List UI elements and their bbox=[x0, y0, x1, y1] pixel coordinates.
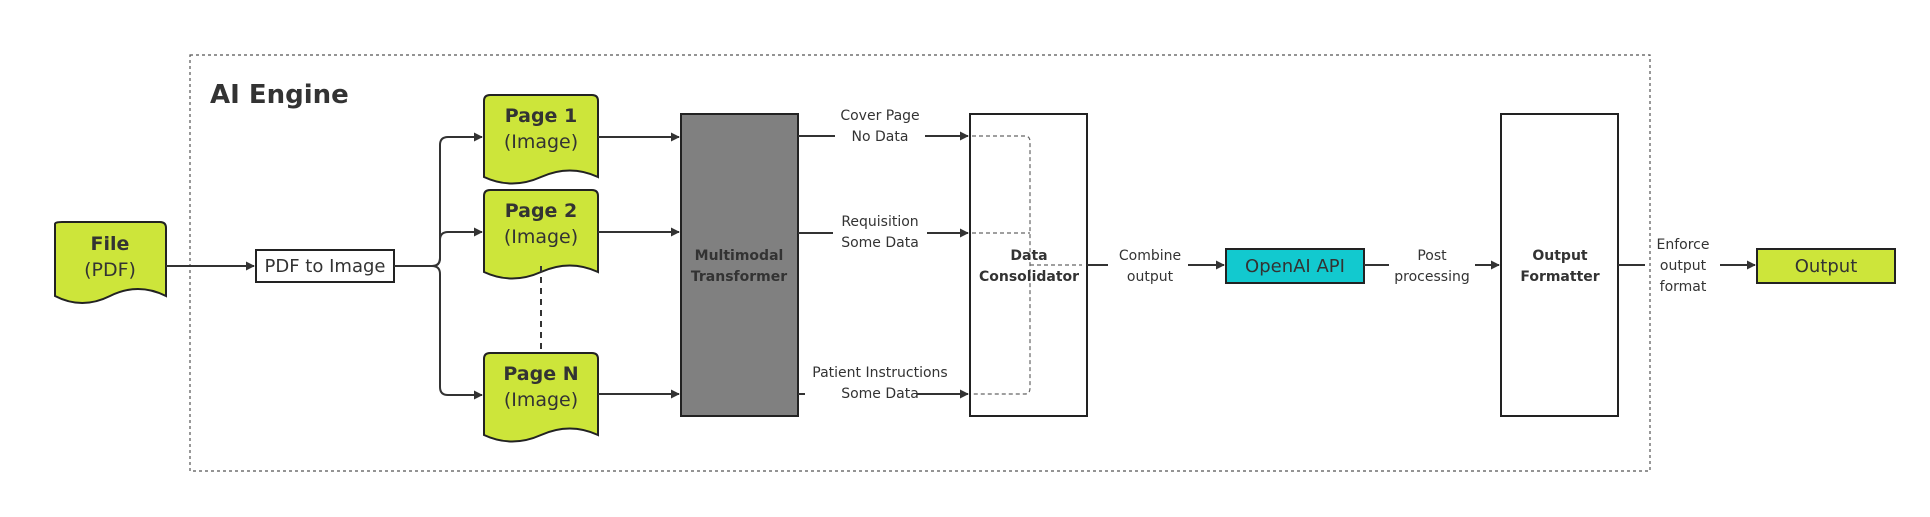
arrow-split-to-page-2 bbox=[431, 227, 483, 267]
output-formatter-box bbox=[1500, 113, 1619, 417]
output-formatter-line1: Output bbox=[1532, 248, 1588, 264]
output-box bbox=[1756, 248, 1896, 284]
ai-engine-title: AI Engine bbox=[210, 80, 349, 110]
file-pdf-subtitle: (PDF) bbox=[84, 259, 136, 281]
page-2-node[interactable]: Page 2 (Image) bbox=[483, 189, 599, 280]
data-consolidator-line1: Data bbox=[1010, 248, 1047, 264]
page-1-shape bbox=[483, 94, 599, 185]
arrow-split-to-page-n bbox=[431, 265, 483, 400]
consolidator-internal-routing bbox=[972, 135, 1082, 395]
page-1-subtitle: (Image) bbox=[504, 131, 578, 153]
enforce-format-label-line1: Enforce bbox=[1657, 237, 1710, 253]
multimodal-transformer-node[interactable]: Multimodal Transformer bbox=[680, 113, 799, 417]
enforce-format-label-line3: format bbox=[1660, 279, 1707, 295]
ai-engine-boundary bbox=[189, 54, 1651, 472]
combine-output-label-line2: output bbox=[1127, 269, 1174, 285]
openai-api-label: OpenAI API bbox=[1245, 256, 1345, 277]
post-processing-label-line2: processing bbox=[1394, 269, 1469, 285]
page-n-subtitle: (Image) bbox=[504, 389, 578, 411]
multimodal-transformer-box bbox=[680, 113, 799, 417]
output-formatter-line2: Formatter bbox=[1520, 269, 1599, 285]
output-label-requisition-line1: Requisition bbox=[841, 214, 918, 230]
arrow-split-to-page-1 bbox=[394, 132, 483, 267]
output-label-patient-instructions-line2: Some Data bbox=[841, 386, 919, 402]
output-label-cover-page-line2: No Data bbox=[852, 129, 909, 145]
page-1-node[interactable]: Page 1 (Image) bbox=[483, 94, 599, 185]
output-label-requisition-line2: Some Data bbox=[841, 235, 919, 251]
data-consolidator-box bbox=[969, 113, 1088, 417]
page-n-node[interactable]: Page N (Image) bbox=[483, 352, 599, 443]
multimodal-transformer-line1: Multimodal bbox=[695, 248, 784, 264]
file-pdf-node[interactable]: File (PDF) bbox=[54, 221, 167, 304]
data-consolidator-line2: Consolidator bbox=[979, 269, 1079, 285]
file-pdf-shape bbox=[54, 221, 167, 304]
connectors bbox=[166, 132, 1756, 400]
output-label-patient-instructions-line1: Patient Instructions bbox=[812, 365, 947, 381]
output-label: Output bbox=[1795, 256, 1858, 277]
pdf-to-image-label: PDF to Image bbox=[265, 256, 386, 277]
pdf-to-image-box bbox=[255, 249, 395, 283]
output-node[interactable]: Output bbox=[1756, 248, 1896, 284]
openai-api-node[interactable]: OpenAI API bbox=[1225, 248, 1365, 284]
pdf-to-image-node[interactable]: PDF to Image bbox=[255, 249, 395, 283]
page-2-subtitle: (Image) bbox=[504, 226, 578, 248]
output-formatter-node[interactable]: Output Formatter bbox=[1500, 113, 1619, 417]
page-1-title: Page 1 bbox=[505, 105, 578, 127]
output-label-cover-page-line1: Cover Page bbox=[840, 108, 919, 124]
page-n-shape bbox=[483, 352, 599, 443]
multimodal-transformer-line2: Transformer bbox=[691, 269, 787, 285]
combine-output-label-line1: Combine bbox=[1119, 248, 1181, 264]
enforce-format-label-line2: output bbox=[1660, 258, 1707, 274]
post-processing-label-line1: Post bbox=[1417, 248, 1447, 264]
data-consolidator-node[interactable]: Data Consolidator bbox=[969, 113, 1088, 417]
page-n-title: Page N bbox=[503, 363, 578, 385]
page-2-shape bbox=[483, 189, 599, 280]
file-pdf-title: File bbox=[91, 233, 130, 255]
page-2-title: Page 2 bbox=[505, 200, 578, 222]
